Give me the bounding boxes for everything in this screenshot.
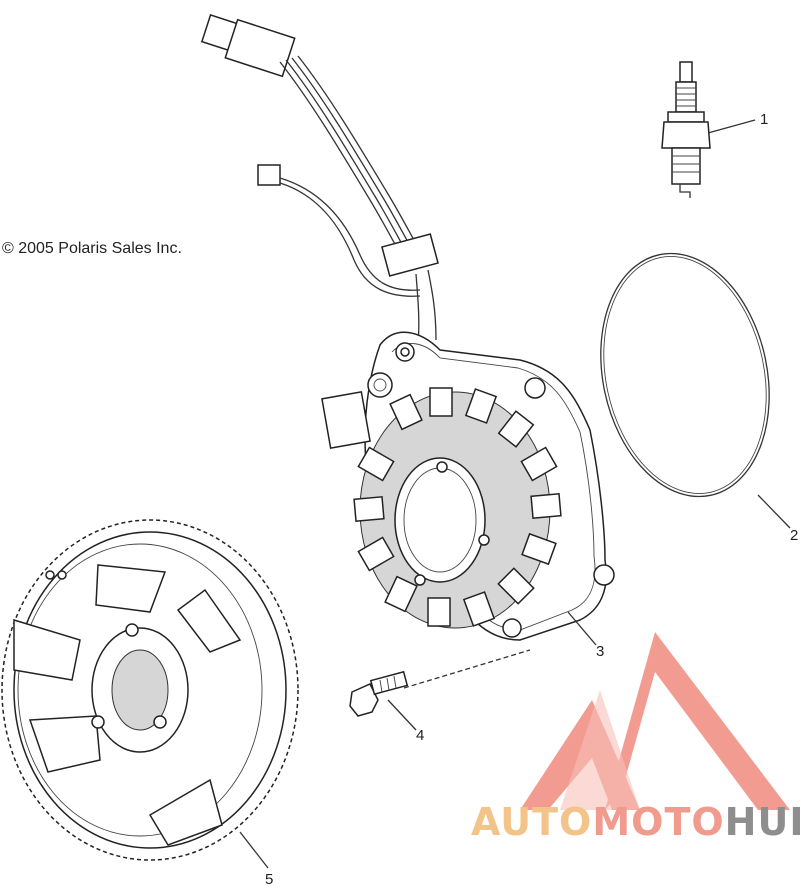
spark-plug [661, 61, 711, 198]
flywheel [1, 519, 299, 861]
stator-windings [353, 387, 562, 629]
gasket [600, 252, 770, 498]
wiring-harness [200, 14, 439, 346]
watermark-text: AUTOMOTOHUB [471, 800, 800, 844]
bolt [349, 670, 409, 717]
stator [321, 331, 615, 641]
callout-5: 5 [265, 871, 273, 887]
watermark-logo-icon [520, 632, 790, 810]
callout-leaders [239, 119, 791, 869]
copyright-text: © 2005 Polaris Sales Inc. [2, 240, 182, 257]
watermark-auto: AUTO [471, 800, 593, 844]
callout-3: 3 [596, 643, 604, 660]
callout-2: 2 [790, 527, 798, 544]
callout-4: 4 [416, 727, 424, 744]
callout-1: 1 [760, 111, 768, 128]
callout-labels: 1 2 3 4 5 [265, 111, 798, 887]
watermark-hub: HUB [724, 800, 800, 844]
watermark-moto: MOTO [592, 800, 725, 844]
